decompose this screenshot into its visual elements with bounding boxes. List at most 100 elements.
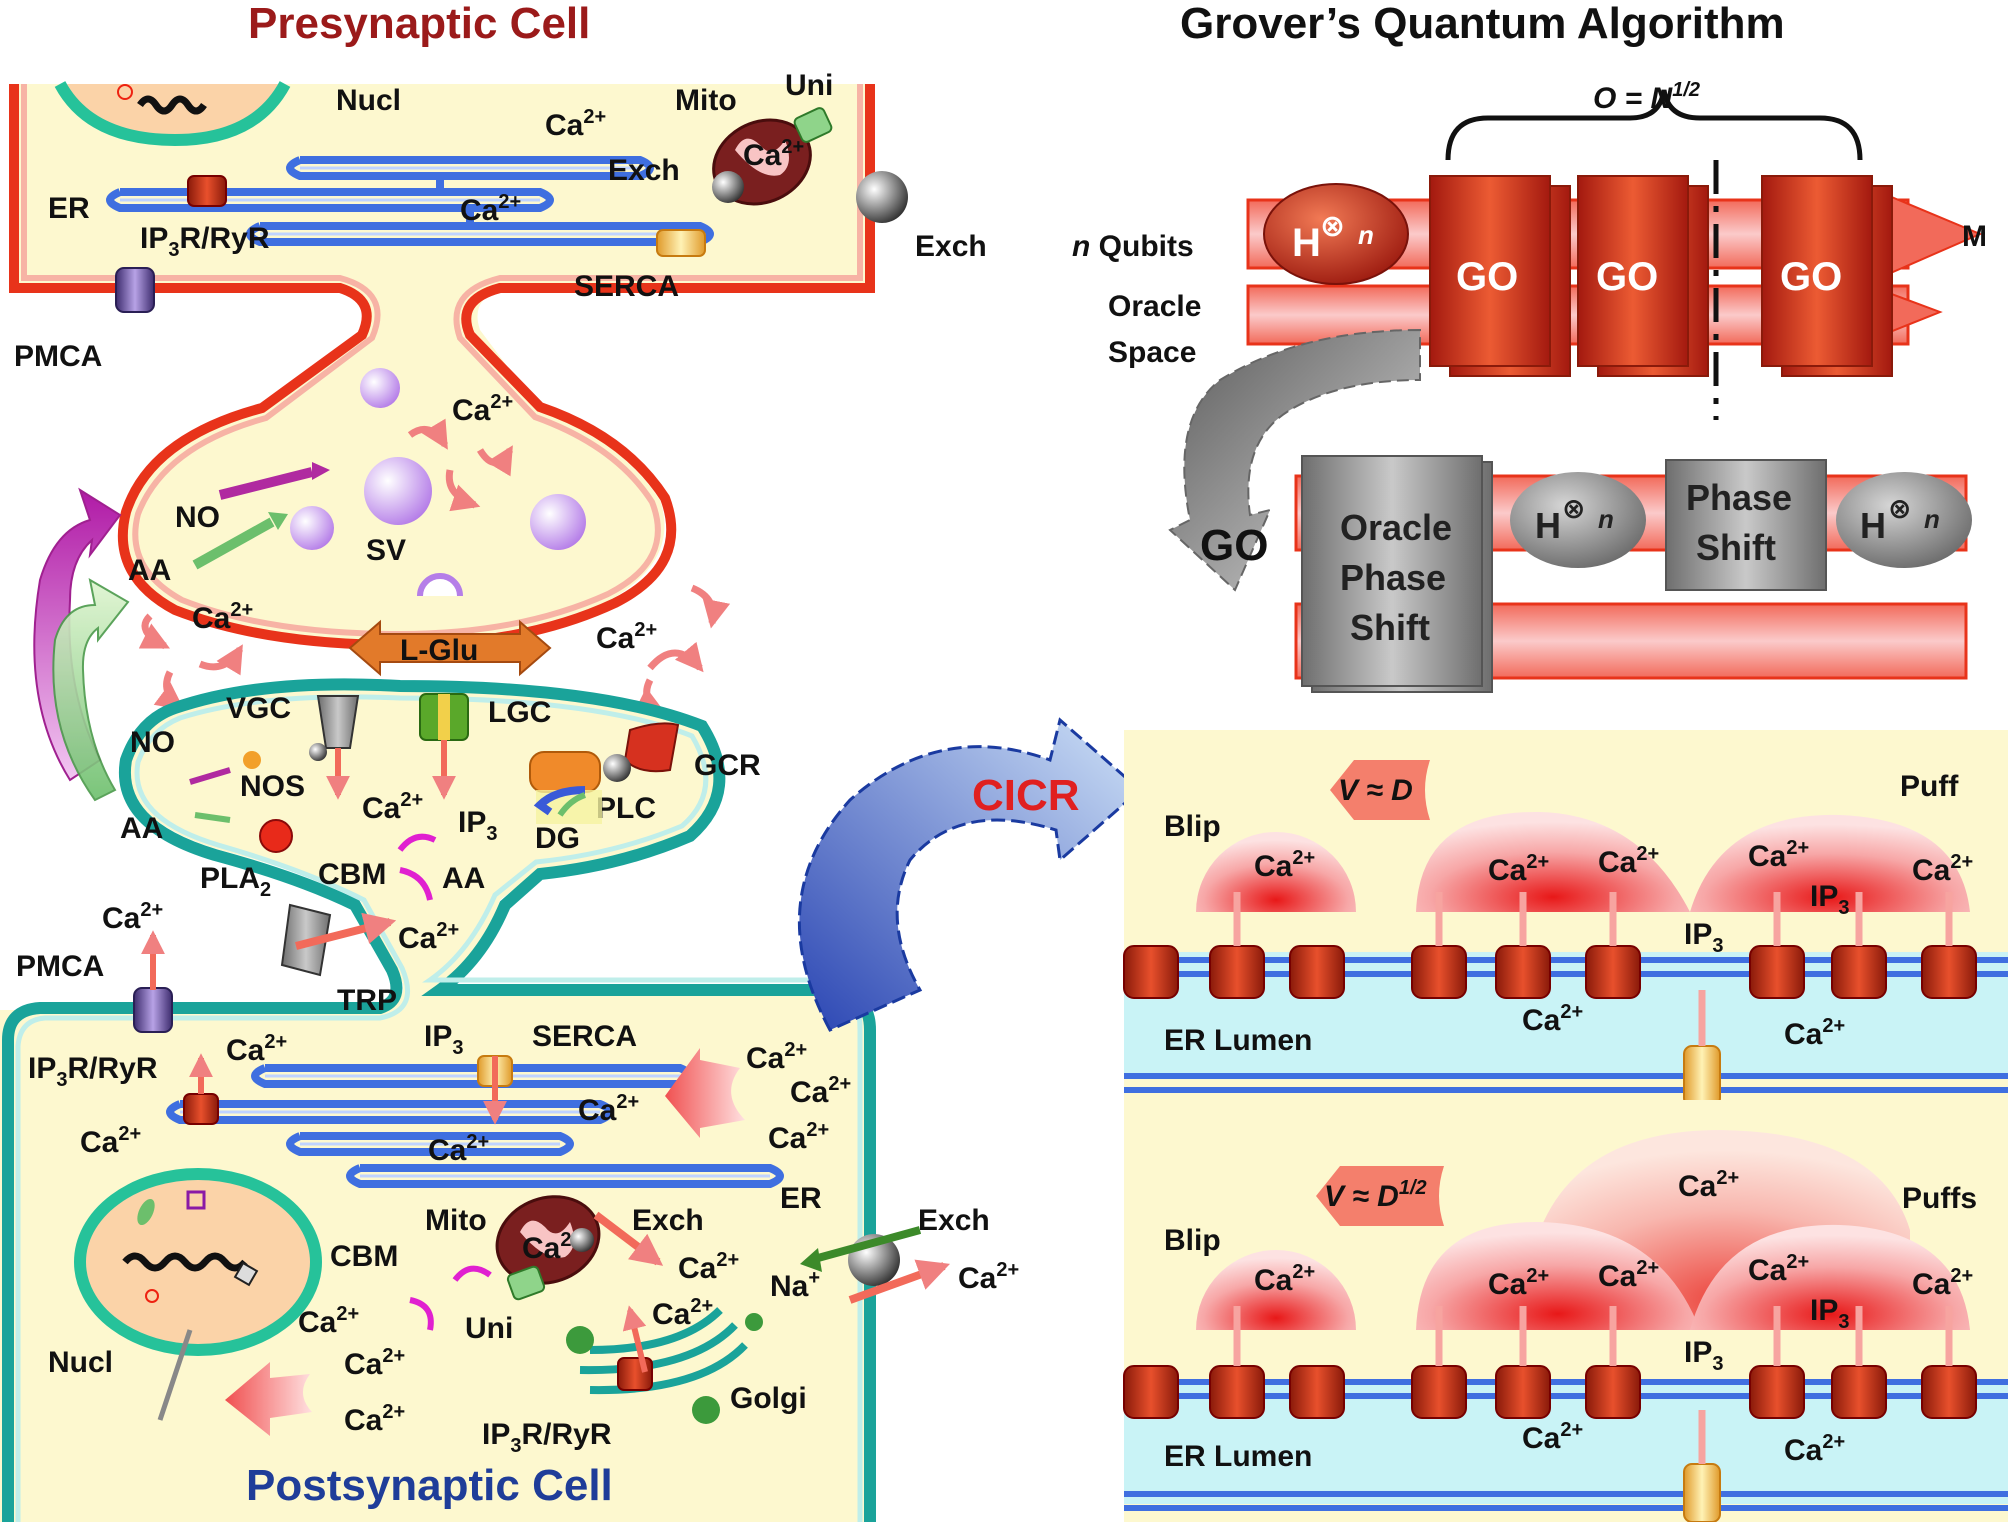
complexity-label: O = N1/2 — [1593, 79, 1700, 115]
ca-label: Ca2+ — [678, 1249, 739, 1285]
n-qubits-label: n Qubits — [1072, 230, 1194, 263]
ca-label: Ca2+ — [1912, 851, 1973, 887]
puffs-label: Puffs — [1902, 1182, 1977, 1215]
grover-algorithm: Grover’s Quantum Algorithm O = N1/2 n Qu… — [1072, 0, 1987, 693]
pla2-label: PLA2 — [200, 862, 271, 901]
postsynaptic-ip3r2-label: IP3R/RyR — [482, 1418, 612, 1457]
gcr-receptor — [623, 722, 680, 773]
aa-arrow — [192, 517, 275, 570]
pla2-enzyme — [259, 819, 293, 853]
cbm-arrows-post — [409, 1265, 492, 1331]
er-lumen-label-top: ER Lumen — [1164, 1024, 1312, 1057]
measure-label: M — [1962, 220, 1987, 253]
postsynaptic-cell: VGC LGC GCR PLC DG IP3 Ca2+ NO NOS AA PL… — [0, 678, 1019, 1522]
hadamard-h-gray: H — [1535, 505, 1561, 546]
svg-text:GO: GO — [1596, 255, 1658, 299]
svg-text:GO: GO — [1780, 255, 1842, 299]
blip-label-top: Blip — [1164, 810, 1221, 843]
presynaptic-nucl-label: Nucl — [336, 84, 401, 117]
presynaptic-exch-outer-label: Exch — [915, 230, 987, 263]
ca-label: Ca2+ — [578, 1091, 639, 1127]
retrograde-aa-arrow — [52, 578, 130, 802]
ca-label: Ca2+ — [1748, 837, 1809, 873]
na-label: Na+ — [770, 1267, 820, 1303]
svg-text:Shift: Shift — [1696, 527, 1776, 568]
go-block: GO — [1429, 175, 1571, 377]
uniporter-icon-post — [506, 1265, 546, 1301]
go-big-label: GO — [1200, 521, 1268, 570]
ip3-label: IP3 — [458, 806, 497, 845]
vgc-label: VGC — [226, 692, 291, 725]
postsynaptic-nucl-label: Nucl — [48, 1346, 113, 1379]
cicr-panel-bottom: V ≈ D1/2 Blip Puffs Ca2+ Ca2+ Ca2+ Ca2+ … — [1123, 1100, 2008, 1523]
ip3-label: IP3 — [1810, 1294, 1849, 1333]
golgi-apparatus — [579, 1307, 748, 1395]
er-lumen-label-bottom: ER Lumen — [1164, 1440, 1312, 1473]
ca-label: Ca2+ — [1598, 843, 1659, 879]
cicr-panel-top: V ≈ D Blip Puff Ca2+ Ca2+ Ca2+ Ca2+ Ca2+… — [1123, 730, 2008, 1107]
ca-label: Ca2+ — [428, 1131, 489, 1167]
postsynaptic-mito-label: Mito — [425, 1204, 487, 1237]
ca-label: Ca2+ — [1912, 1265, 1973, 1301]
exchanger-icon — [712, 171, 744, 203]
postsynaptic-nucleus — [74, 1168, 322, 1356]
ca-label: Ca2+ — [102, 899, 163, 935]
trp-label: TRP — [337, 984, 397, 1017]
release-arrows-bottom — [1233, 1306, 1953, 1366]
ca-label: Ca2+ — [398, 919, 459, 955]
ca-label: Ca2+ — [80, 1123, 141, 1159]
ca-label: Ca2+ — [1678, 1167, 1739, 1203]
ca-label: Ca2+ — [545, 106, 606, 142]
postsynaptic-er-inner — [180, 1074, 770, 1178]
sv-label: SV — [366, 534, 406, 567]
oracle-space-label-1: Oracle — [1108, 290, 1201, 323]
dna-icon — [137, 95, 207, 115]
ip3r-channel-post — [183, 1093, 219, 1125]
ip3-label: IP3 — [1810, 880, 1849, 919]
presynaptic-ip3r-label: IP3R/RyR — [140, 222, 270, 261]
release-arrows-top — [1233, 892, 1953, 946]
svg-text:Phase: Phase — [1686, 477, 1792, 518]
ip3-label: IP3 — [1684, 1336, 1723, 1375]
presynaptic-exch-inner-label: Exch — [608, 154, 680, 187]
ca-label: Ca2+ — [1488, 851, 1549, 887]
ca-label: Ca2+ — [344, 1401, 405, 1437]
gcr-label: GCR — [694, 749, 761, 782]
cbm-label: CBM — [318, 858, 386, 891]
pmca-pump-post — [133, 987, 173, 1033]
synaptic-vesicles — [290, 368, 586, 597]
ca-label: Ca2+ — [768, 1119, 829, 1155]
ip3-label: IP3 — [1684, 918, 1723, 957]
hadamard-gate — [1263, 183, 1409, 285]
ca-label: Ca2+ — [1748, 1251, 1809, 1287]
postsynaptic-ip3r-label: IP3R/RyR — [28, 1052, 158, 1091]
ca-label: Ca2+ — [1598, 1257, 1659, 1293]
ip3r-channel-golgi — [617, 1357, 653, 1391]
svg-text:GO: GO — [1456, 255, 1518, 299]
spine-aa-label: AA — [120, 812, 163, 845]
presynaptic-er-label: ER — [48, 192, 90, 225]
cicr-label: CICR — [972, 771, 1080, 820]
ca-label: Ca2+ — [344, 1345, 405, 1381]
presynaptic-pmca-label: PMCA — [14, 340, 102, 373]
no-arrow — [218, 467, 314, 500]
l-glu-arrow — [348, 619, 552, 677]
serca-pump-pre — [656, 229, 706, 257]
postsynaptic-exch1-label: Exch — [632, 1204, 704, 1237]
ca-efflux-arrow — [225, 1362, 312, 1436]
tensor-symbol-gray-2: ⊗ — [1888, 493, 1911, 524]
vgc-channel — [316, 695, 360, 749]
plc-label: PLC — [596, 792, 656, 825]
svg-text:Shift: Shift — [1350, 607, 1430, 648]
velocity-label-bottom: V ≈ D1/2 — [1324, 1177, 1427, 1213]
phase-shift-block: Phase Shift — [1665, 459, 1827, 591]
blip-label-bottom: Blip — [1164, 1224, 1221, 1257]
tensor-symbol: ⊗ — [1320, 210, 1345, 243]
ca-label: Ca2+ — [958, 1259, 1019, 1295]
postsynaptic-uni-label: Uni — [465, 1312, 513, 1345]
ca-label: Ca2+ — [226, 1031, 287, 1067]
ca-label: Ca2+ — [652, 1295, 713, 1331]
hadamard-n: n — [1358, 220, 1374, 250]
ca-label: Ca2+ — [746, 1039, 807, 1075]
hadamard-h-gray-2: H — [1860, 505, 1886, 546]
